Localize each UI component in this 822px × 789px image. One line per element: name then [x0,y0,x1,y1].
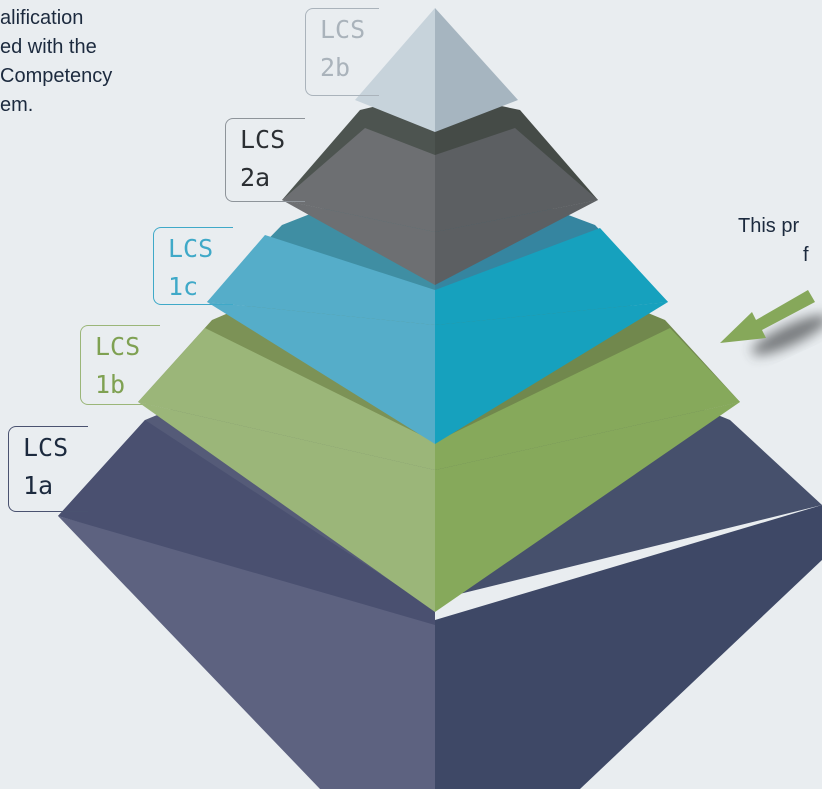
layer-2b-right [435,8,518,132]
layer-1a-edge [58,420,435,625]
layer-1c-front-left [207,302,435,444]
layer-1c-front-right [435,302,668,444]
arrow-icon [720,290,815,343]
tag-lcs-1a: LCS 1a [8,426,88,512]
tag-lcs-1b-line-1: LCS [95,332,141,361]
layer-2b-left [355,8,435,132]
layer-1b-top-right [435,328,740,470]
layer-1a-front-right [435,505,822,789]
layer-lcs-2b [355,8,518,132]
layer-1c-top-left [207,235,435,325]
layer-2a-top-right [435,128,598,232]
tag-lcs-1c: LCS 1c [153,227,233,305]
layer-2a-front-right [435,200,598,285]
layer-1c-top-right [435,228,668,325]
intro-line-4: em. [0,94,34,116]
intro-line-3: Competency [0,65,113,87]
tag-lcs-1c-line-1: LCS [168,234,214,263]
layer-1b-front-left [138,402,435,612]
layer-lcs-2a [282,92,598,285]
tag-lcs-1a-line-1: LCS [23,433,69,462]
tag-lcs-1b-line-2: 1b [95,370,126,399]
tag-lcs-2a-line-2: 2a [240,163,271,192]
tag-lcs-2a-line-1: LCS [240,125,286,154]
tag-lcs-1c-line-2: 1c [168,272,199,301]
pointer-arrow [720,290,822,355]
layer-2a-top-left [282,128,435,232]
tag-lcs-2b-line-1: LCS [320,15,366,44]
intro-text: alification ed with the Competency em. [0,4,190,120]
layer-1b-front-right [435,402,740,612]
layer-1b-top-left [138,328,435,470]
intro-line-1: alification [0,7,84,29]
tag-lcs-2b-line-2: 2b [320,53,351,82]
layer-2a-front-left [282,200,435,285]
tag-lcs-2a: LCS 2a [225,118,305,202]
tag-lcs-1a-line-2: 1a [23,471,54,500]
side-note-line-1: This pr [738,215,800,237]
tag-lcs-2b: LCS 2b [305,8,379,96]
intro-line-2: ed with the [0,36,97,58]
arrow-shadow [751,315,822,355]
layer-1a-front-left [58,516,435,789]
tag-lcs-1b: LCS 1b [80,325,160,405]
side-note-line-2: f [803,244,809,266]
